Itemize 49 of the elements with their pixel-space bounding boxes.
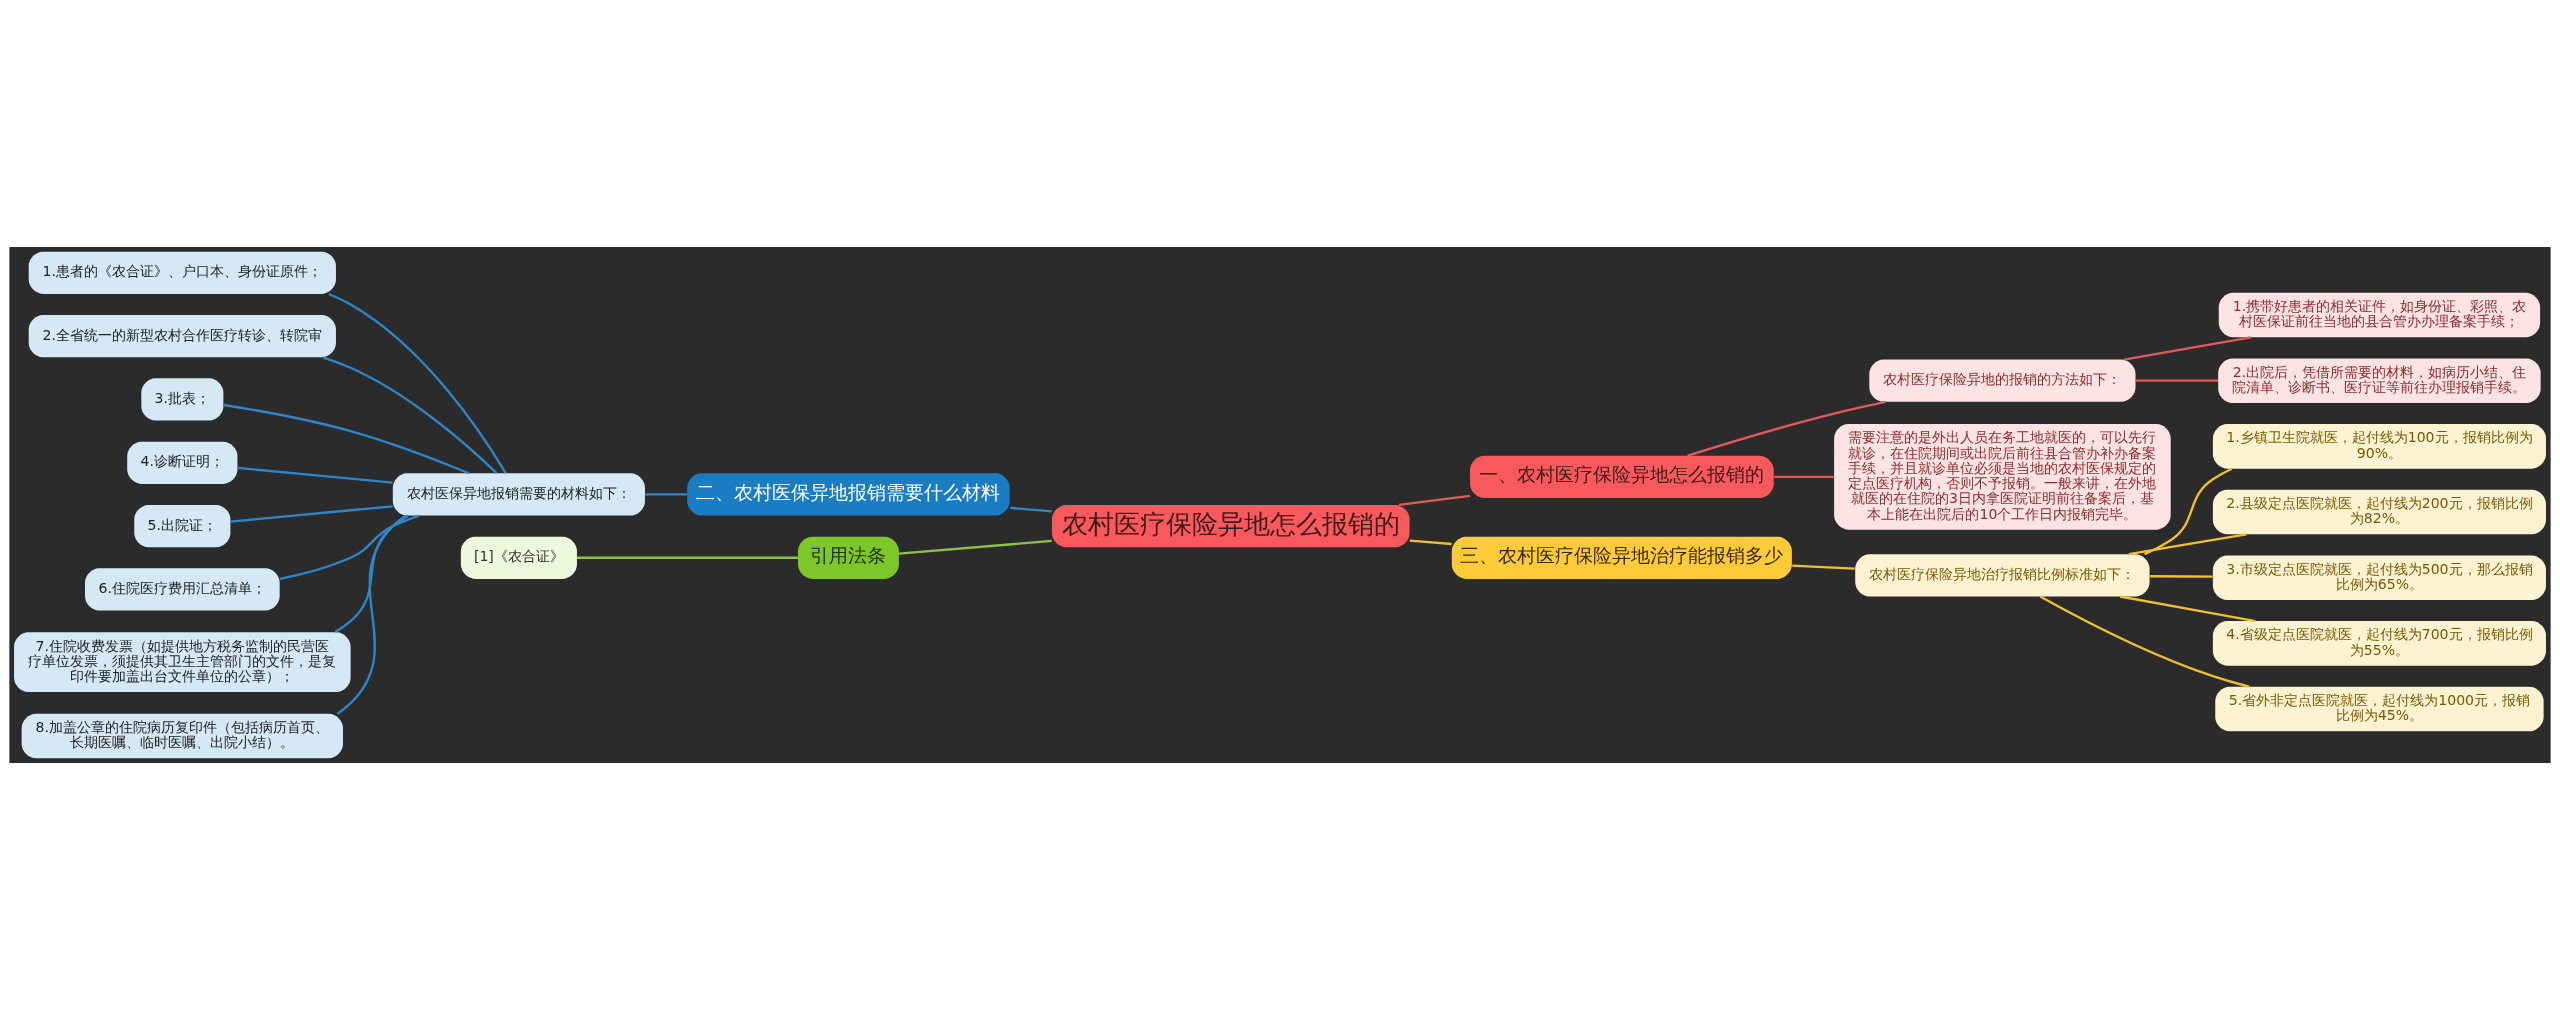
node-box: 农村医疗保险异地的报销的方法如下： [1869, 359, 2136, 402]
connector [1398, 494, 1471, 507]
connector [2135, 379, 2219, 382]
connector [1409, 539, 1452, 546]
connector [2039, 595, 2250, 688]
node-box: 需要注意的是外出人员在务工地就医的，可以先行就诊，在住院期间或出院后前往县合管办补办备案手续，并且就诊单位必须是当地的农村医保规定的定点医疗机构，否则不予报销。一般来讲，在外地就医的在住院的3日内拿医院证明前往备案后，基本上能在出院后的10个工作日内报销完毕。 [1834, 424, 2171, 530]
connector [2124, 336, 2252, 361]
node-box: 2.全省统一的新型农村合作医疗转诊、转院审 [28, 315, 336, 358]
connector [2119, 595, 2256, 623]
node-box: 4.省级定点医院就医，起付线为700元，报销比例为55%。 [2212, 621, 2546, 666]
node-box: 1.携带好患者的相关证件，如身份证、彩照、农村医保证前往当地的县合管办办理备案手续； [2218, 292, 2541, 338]
node-box: 2.县级定点医院就医，起付线为200元，报销比例为82%。 [2212, 489, 2546, 535]
node-box: 4.诊断证明； [127, 441, 238, 484]
node-box: 8.加盖公章的住院病历复印件（包括病历首页、长期医嘱、临时医嘱、出院小结）。 [21, 713, 343, 759]
connector [334, 514, 409, 634]
connector [237, 466, 393, 484]
node-box: 7.住院收费发票（如提供地方税务监制的民营医疗单位发票，须提供其卫生主管部门的文件，是复印件要加盖出台文件单位的公章）； [14, 632, 351, 693]
node-box: 农村医疗保险异地治疗报销比例标准如下： [1855, 554, 2150, 597]
node-box: 三、农村医疗保险异地治疗能报销多少 [1451, 536, 1792, 579]
connector [328, 292, 507, 474]
connector [898, 539, 1052, 555]
connector [1687, 400, 1887, 457]
node-box: 一、农村医疗保险异地怎么报销的 [1470, 455, 1774, 498]
connector [1774, 475, 1834, 479]
connector [1010, 506, 1052, 513]
connector [336, 514, 406, 715]
node-box: 引用法条 [798, 536, 899, 579]
node-box: 农村医保异地报销需要的材料如下： [392, 473, 645, 516]
connector [230, 505, 393, 523]
node-box: 5.省外非定点医院就医，起付线为1000元，报销比例为45%。 [2215, 686, 2544, 732]
node-box: 农村医疗保险异地怎么报销的 [1051, 505, 1410, 548]
node-box: 1.乡镇卫生院就医，起付线为100元，报销比例为90%。 [2212, 424, 2546, 469]
connector [577, 556, 798, 559]
node-box: 3.批表； [141, 378, 224, 421]
connector [2144, 467, 2233, 556]
connector [2128, 533, 2247, 556]
node-box: 3.市级定点医院就医，起付线为500元，那么报销比例为65%。 [2212, 555, 2546, 600]
node-box: 1.患者的《农合证》、户口本、身份证原件； [28, 251, 336, 294]
connector [223, 403, 470, 475]
connector [279, 514, 420, 581]
node-box: 2.出院后，凭借所需要的材料，如病历小结、住院清单、诊断书、医疗证等前往办理报销手续。 [2218, 358, 2541, 403]
node-box: [1]《农合证》 [460, 536, 577, 579]
node-box: 6.住院医疗费用汇总清单； [85, 568, 280, 611]
connector [322, 356, 498, 475]
node-box: 5.出院证； [134, 505, 231, 548]
node-box: 二、农村医保异地报销需要什么材料 [687, 473, 1010, 516]
connector [2150, 575, 2213, 578]
connector [645, 493, 688, 496]
connector [1792, 564, 1855, 570]
